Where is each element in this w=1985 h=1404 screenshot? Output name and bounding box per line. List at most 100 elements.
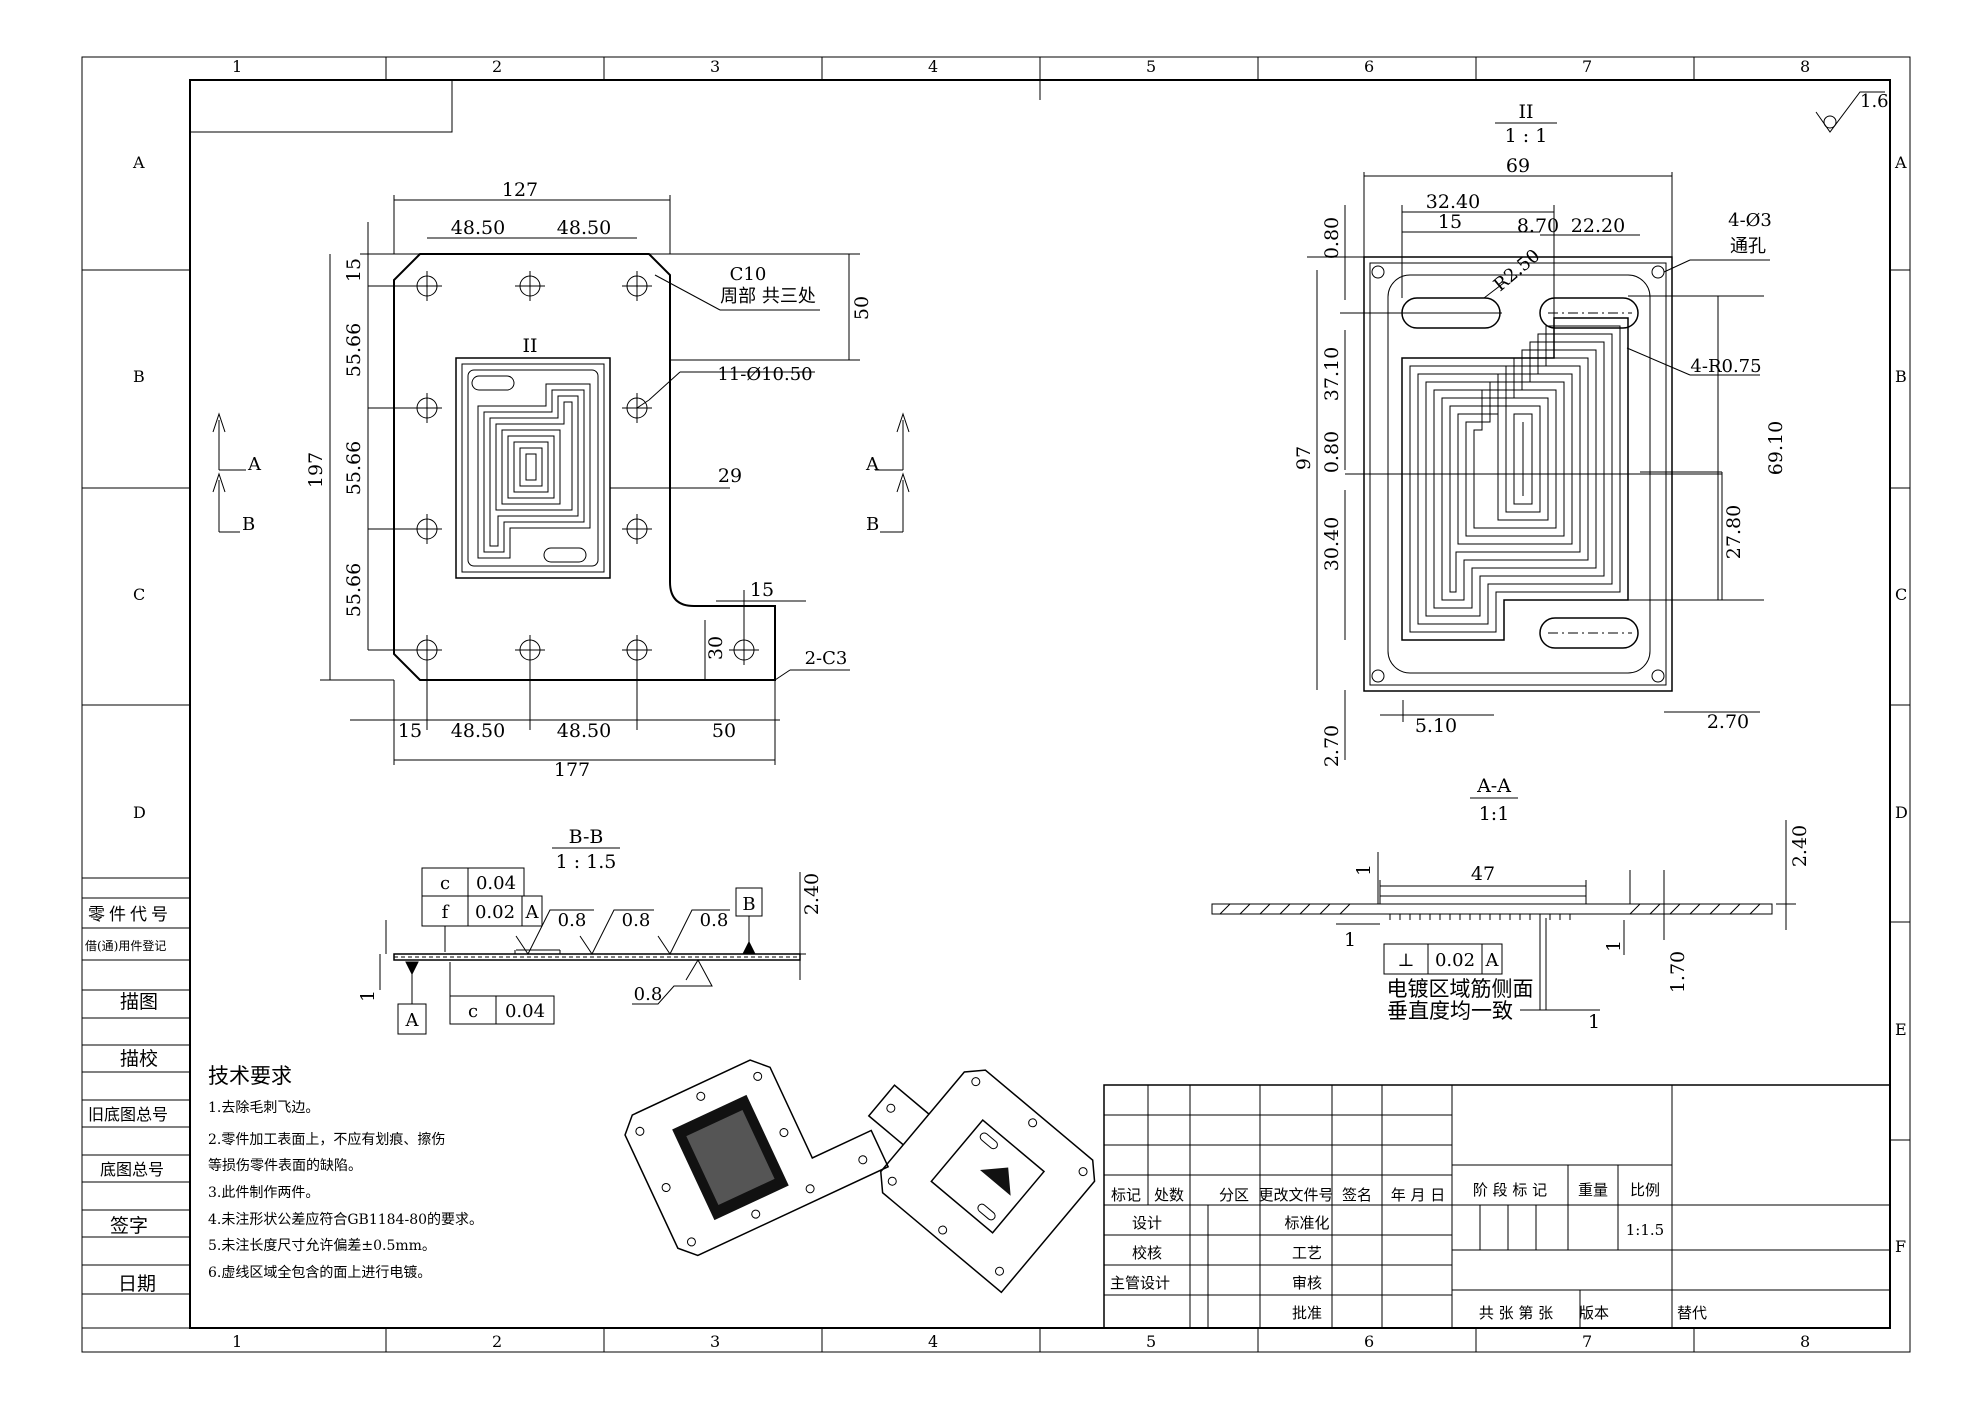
tb-design: 设计 bbox=[1132, 1214, 1162, 1232]
tb-scale-label: 比例 bbox=[1630, 1181, 1660, 1199]
tech-item-4: 3.此件制作两件。 bbox=[208, 1185, 319, 1201]
row-f-right: F bbox=[1895, 1237, 1906, 1256]
aa-gdt-val: 0.02 bbox=[1435, 950, 1475, 971]
col-1-top: 1 bbox=[232, 57, 242, 76]
aa-dim-1-d: 1 bbox=[1588, 1011, 1600, 1033]
detail-radius: R2.50 bbox=[1490, 245, 1545, 296]
aa-dim-2-40: 2.40 bbox=[1789, 825, 1811, 867]
detail-holes-note: 通孔 bbox=[1730, 236, 1766, 257]
tb-scale-value: 1:1.5 bbox=[1626, 1221, 1664, 1239]
section-bb-title: B-B bbox=[569, 826, 604, 848]
chamfer-c10: C10 bbox=[730, 264, 767, 285]
tb-sheets: 共 张 第 张 bbox=[1479, 1304, 1553, 1322]
dim-29: 29 bbox=[718, 465, 742, 487]
row-b-right: B bbox=[1895, 367, 1907, 386]
col-3-top: 3 bbox=[710, 57, 720, 76]
dim-48-50-c: 48.50 bbox=[451, 720, 505, 742]
rev-sign: 签名 bbox=[1342, 1186, 1372, 1204]
aa-note-1: 电镀区域筋侧面 bbox=[1387, 977, 1534, 1001]
dim-55-66-a: 55.66 bbox=[343, 323, 365, 377]
section-bb: B-B 1 : 1.5 c 0.04 f 0.02 bbox=[357, 826, 823, 1035]
isometric-view-2 bbox=[867, 1069, 1096, 1294]
dim-15-bottom: 15 bbox=[398, 720, 422, 742]
isometric-view-1 bbox=[624, 1059, 890, 1257]
row-a-left: A bbox=[132, 153, 145, 172]
datum-b: B bbox=[742, 894, 755, 915]
dim-48-50-d: 48.50 bbox=[557, 720, 611, 742]
tech-item-1: 1.去除毛刺飞边。 bbox=[208, 1100, 319, 1116]
detail-dim-69-10: 69.10 bbox=[1765, 421, 1787, 475]
section-b-right: B bbox=[866, 514, 879, 535]
dim-15-slot: 15 bbox=[750, 579, 774, 601]
detail-dim-37-10: 37.10 bbox=[1321, 347, 1343, 401]
col-6-top: 6 bbox=[1364, 57, 1374, 76]
col-6-bottom: 6 bbox=[1364, 1332, 1374, 1351]
roughness-value: 1.6 bbox=[1860, 91, 1889, 112]
section-b-left: B bbox=[242, 514, 255, 535]
gdt1-sym: c bbox=[440, 873, 450, 894]
tb-version: 版本 bbox=[1579, 1304, 1609, 1322]
rev-count: 处数 bbox=[1154, 1186, 1184, 1204]
date-label: 日期 bbox=[118, 1273, 156, 1295]
rev-zone: 分区 bbox=[1219, 1186, 1249, 1204]
col-2-bottom: 2 bbox=[492, 1332, 502, 1351]
tb-replace: 替代 bbox=[1677, 1304, 1707, 1322]
section-bb-scale: 1 : 1.5 bbox=[556, 851, 617, 873]
dim-55-66-b: 55.66 bbox=[343, 441, 365, 495]
dim-50-bottom: 50 bbox=[712, 720, 736, 742]
col-4-bottom: 4 bbox=[928, 1332, 938, 1351]
col-7-top: 7 bbox=[1582, 57, 1592, 76]
detail-dim-15: 15 bbox=[1438, 211, 1462, 233]
detail-view: II 1 : 1 bbox=[1293, 101, 1787, 767]
tech-item-2: 2.零件加工表面上，不应有划痕、擦伤 bbox=[208, 1131, 445, 1148]
detail-dim-69: 69 bbox=[1506, 155, 1530, 177]
section-aa-scale: 1:1 bbox=[1479, 803, 1510, 825]
left-strip: 零件代号 借(通)用件登记 描图 描校 旧底图总号 底图总号 签字 日期 bbox=[82, 877, 190, 1329]
chamfer-note: 周部 共三处 bbox=[720, 286, 816, 307]
datum-a: A bbox=[405, 1010, 420, 1031]
row-b-left: B bbox=[133, 367, 145, 386]
detail-mark: II bbox=[522, 335, 537, 357]
detail-dim-97: 97 bbox=[1293, 446, 1315, 470]
aa-dim-1-a: 1 bbox=[1353, 864, 1375, 876]
tech-item-7: 6.虚线区域全包含的面上进行电镀。 bbox=[208, 1264, 431, 1281]
dim-48-50-a: 48.50 bbox=[451, 217, 505, 239]
aa-dim-1-70: 1.70 bbox=[1667, 951, 1689, 993]
gdt3-val: 0.04 bbox=[505, 1001, 545, 1022]
tb-process: 工艺 bbox=[1292, 1244, 1322, 1262]
tech-item-3: 等损伤零件表面的缺陷。 bbox=[208, 1157, 362, 1174]
col-8-bottom: 8 bbox=[1800, 1332, 1810, 1351]
col-8-top: 8 bbox=[1800, 57, 1810, 76]
section-aa: A-A 1:1 47 2.40 1.70 1 1 1 1 ⊥ 0.02 A 电镀… bbox=[1211, 775, 1811, 1033]
gdt3-sym: c bbox=[468, 1001, 478, 1022]
aa-gdt-sym: ⊥ bbox=[1398, 950, 1415, 971]
sign-label: 签字 bbox=[110, 1215, 148, 1237]
aa-note-2: 垂直度均一致 bbox=[1387, 999, 1513, 1023]
dim-55-66-c: 55.66 bbox=[343, 563, 365, 617]
col-4-top: 4 bbox=[928, 57, 938, 76]
detail-holes: 4-Ø3 bbox=[1728, 210, 1772, 231]
bb-dim-2-40: 2.40 bbox=[801, 873, 823, 915]
row-c-right: C bbox=[1895, 585, 1907, 604]
detail-dim-2-70-a: 2.70 bbox=[1321, 725, 1343, 767]
bb-dim-1: 1 bbox=[357, 990, 379, 1002]
detail-dim-32-40: 32.40 bbox=[1426, 191, 1480, 213]
tb-weight: 重量 bbox=[1578, 1181, 1608, 1199]
tech-item-5: 4.未注形状公差应符合GB1184-80的要求。 bbox=[208, 1211, 483, 1228]
section-a-left: A bbox=[247, 454, 262, 475]
dim-48-50-b: 48.50 bbox=[557, 217, 611, 239]
col-3-bottom: 3 bbox=[710, 1332, 720, 1351]
detail-dim-2-70-b: 2.70 bbox=[1707, 711, 1749, 733]
col-1-bottom: 1 bbox=[232, 1332, 242, 1351]
dim-15-left: 15 bbox=[343, 258, 365, 282]
dim-127: 127 bbox=[502, 179, 538, 201]
tech-requirements: 技术要求 1.去除毛刺飞边。 2.零件加工表面上，不应有划痕、擦伤 等损伤零件表… bbox=[208, 1064, 483, 1281]
col-5-top: 5 bbox=[1146, 57, 1156, 76]
tb-review: 审核 bbox=[1292, 1274, 1322, 1292]
aa-dim-1-c: 1 bbox=[1603, 940, 1625, 952]
section-a-right: A bbox=[865, 454, 880, 475]
borrow-reg-label: 借(通)用件登记 bbox=[85, 938, 166, 953]
detail-dim-0-80-a: 0.80 bbox=[1321, 217, 1343, 259]
row-c-left: C bbox=[133, 585, 145, 604]
aa-dim-1-b: 1 bbox=[1344, 929, 1356, 951]
